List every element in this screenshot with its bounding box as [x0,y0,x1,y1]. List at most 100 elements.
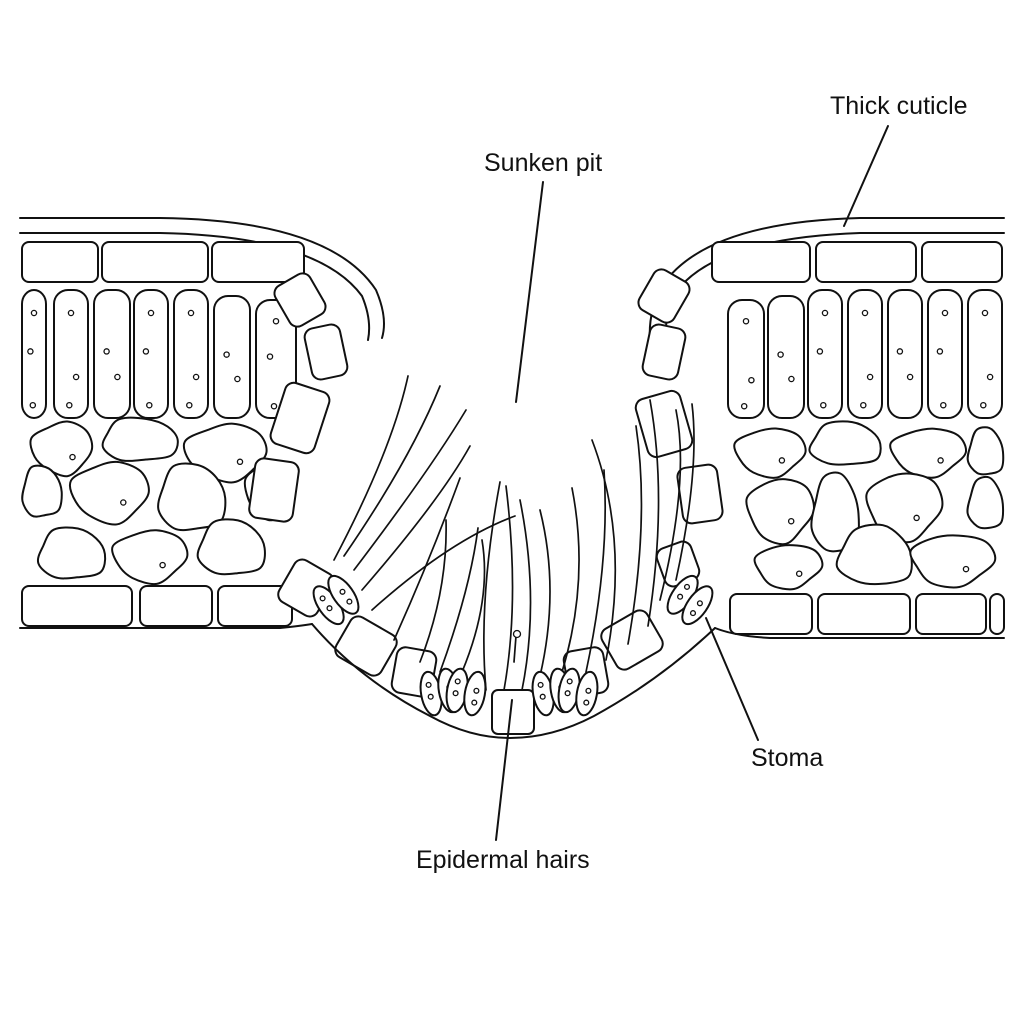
label-stoma: Stoma [751,744,824,772]
palisade-cell [53,289,89,419]
palisade-cell [847,289,883,419]
spongy-mesophyll-cell [808,420,882,466]
guard-cell-organelle [689,610,697,617]
pit-wall-epidermis-cell [273,272,327,328]
guard-cell-organelle [452,690,459,697]
pit-wall-epidermis-cell [637,268,691,324]
chloroplast [266,353,274,360]
epidermal-hair [393,477,461,641]
chloroplast [147,309,155,317]
upper-epidermis-cell [21,241,99,283]
epidermal-hair [461,539,486,673]
chloroplast [120,499,127,506]
palisade-cell [93,289,131,419]
leader-line-sunken-pit [515,181,544,403]
chloroplast [906,373,914,381]
guard-cell-organelle [339,588,346,595]
epidermal-hair [647,399,660,627]
epidermal-hair [561,487,580,673]
epidermal-hair [343,385,441,557]
leader-line-epidermal-hairs [495,699,513,841]
chloroplast [742,317,750,325]
chloroplast [962,565,970,573]
epidermal-hair [513,635,517,663]
guard-cell-organelle [539,693,546,700]
spongy-mesophyll-cell [745,478,815,546]
guard-cell-organelle [566,678,573,685]
lower-epidermis-cell [729,593,813,635]
guard-cell-organelle [585,687,592,694]
epidermal-hair [585,469,607,673]
spongy-mesophyll-cell [29,420,94,478]
lower-epidermis-cell [139,585,213,627]
chloroplast [860,401,867,409]
chloroplast [142,348,150,355]
chloroplast [816,348,824,355]
chloroplast [795,570,803,577]
palisade-cell [807,289,843,419]
chloroplast [937,457,944,464]
guard-cell-organelle [583,699,590,706]
guard-cell-organelle [454,678,461,685]
chloroplast [980,401,987,409]
chloroplast [787,517,795,525]
palisade-cell [133,289,169,419]
chloroplast [778,457,786,464]
palisade-cell [213,295,251,419]
chloroplast [777,351,784,358]
guard-cell-organelle [473,687,480,694]
epidermal-hair [519,499,532,691]
epidermal-hair [659,409,682,601]
palisade-cell [927,289,963,419]
epidermal-hair [439,527,479,673]
chloroplast [981,309,989,317]
guard-cell-organelle [537,681,544,688]
guard-cell-organelle [683,583,691,590]
guard-cell-organelle [425,681,432,688]
guard-cell [575,670,599,717]
spongy-mesophyll-cell [36,526,107,580]
palisade-cell [887,289,923,419]
epidermal-hair [675,403,695,581]
label-epidermal-hairs: Epidermal hairs [416,846,590,874]
chloroplast [114,373,121,381]
guard-cell-organelle [346,598,353,605]
chloroplast [186,401,193,409]
chloroplast [821,309,829,317]
palisade-cell [727,299,765,419]
guard-cell-organelle [427,693,434,700]
guard-cell-organelle [564,690,571,697]
epidermal-hair [333,375,409,561]
stomata [312,574,714,717]
pit-wall-epidermis-cell [303,323,349,381]
spongy-mesophyll-cell [733,427,807,479]
spongy-mesophyll-cell [111,529,189,586]
chloroplast [72,373,80,381]
epidermal-hair [591,439,617,661]
leader-lines [495,125,889,841]
lower-epidermis-right-edge [714,627,1005,639]
palisade-cell [967,289,1003,419]
chloroplast [941,309,949,317]
guard-cell-organelle [471,699,478,706]
chloroplast [936,348,944,355]
chloroplast [192,373,200,381]
lower-epidermis-cell [21,585,133,627]
spongy-mesophyll-cell [966,426,1005,476]
chloroplast [788,375,795,383]
upper-epidermis-cell [211,241,305,283]
chloroplast [103,348,110,355]
chloroplast [913,514,920,522]
chloroplast [940,401,947,409]
chloroplast [30,309,38,317]
spongy-mesophyll-cell [753,544,824,591]
pit-wall-epidermis-cell [641,323,687,381]
pit-floor-outline [311,623,716,739]
leader-line-thick-cuticle [843,125,889,227]
cuticle-left-inner [19,232,371,341]
spongy-mesophyll-cell [101,416,179,462]
epidermal-hair [483,481,501,691]
cell-layers [21,241,1005,635]
